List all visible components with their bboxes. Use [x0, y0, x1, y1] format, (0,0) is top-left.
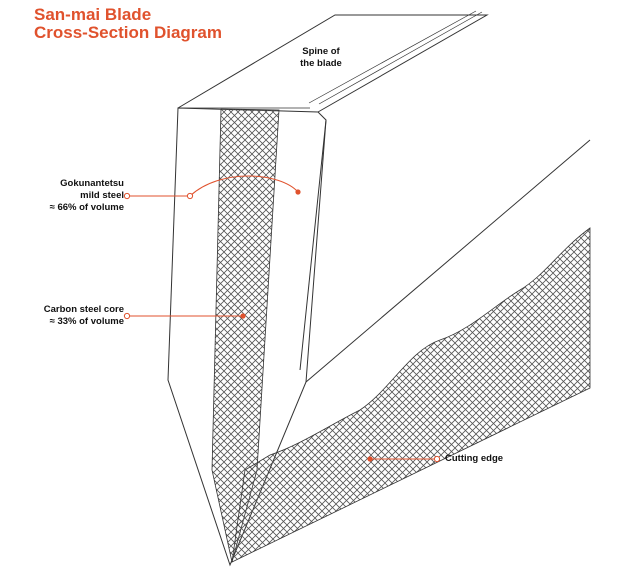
- spine-top-face: [177, 14, 489, 113]
- title-line-2: Cross-Section Diagram: [34, 23, 222, 42]
- marker-mild-steel-dot-b: [295, 189, 301, 195]
- marker-mild-steel-dot-a: [186, 192, 194, 200]
- title-line-1: San-mai Blade: [34, 5, 152, 24]
- marker-core-end: [240, 313, 246, 319]
- spine-far-edge: [487, 12, 590, 15]
- marker-core-start: [123, 312, 131, 320]
- label-cutting-edge: Cutting edge: [445, 453, 504, 464]
- marker-mild-steel-start: [123, 192, 131, 200]
- leader-markers: [123, 189, 441, 463]
- label-spine: Spine of the blade: [300, 46, 342, 69]
- side-upper-edge: [299, 119, 327, 371]
- label-carbon-core: Carbon steel core ≈ 33% of volume: [43, 304, 124, 327]
- cutting-edge-band: [231, 227, 591, 563]
- bevel-line: [305, 139, 591, 383]
- marker-edge-start: [367, 456, 373, 462]
- leaders: [127, 175, 437, 460]
- marker-edge-end: [433, 455, 441, 463]
- diagram-title: San-mai Blade Cross-Section Diagram: [34, 6, 222, 42]
- label-mild-steel: Gokunantetsu mild steel ≈ 66% of volume: [49, 178, 124, 213]
